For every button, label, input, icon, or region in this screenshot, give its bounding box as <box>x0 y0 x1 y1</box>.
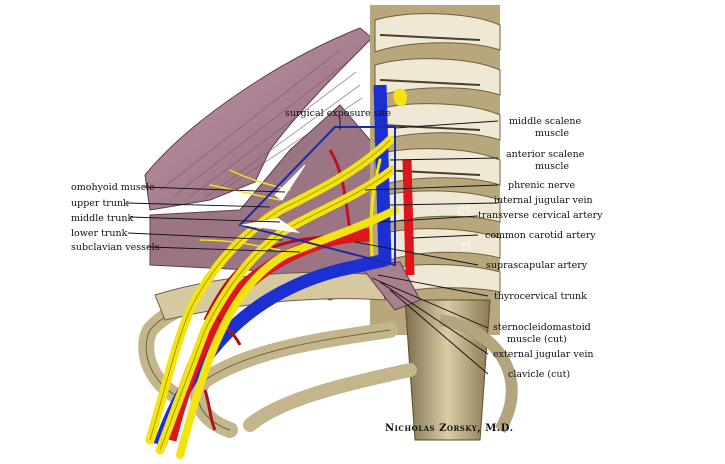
nerve-outlines <box>149 139 393 451</box>
label-lower-trunk: lower trunk <box>71 228 128 239</box>
label-subclavian-vessels: subclavian vessels <box>71 242 160 253</box>
label-middle-scalene-2: muscle <box>535 128 569 139</box>
label-middle-scalene-1: middle scalene <box>509 116 582 127</box>
surgical-exposure-site-outline <box>238 126 396 267</box>
right-rib <box>438 314 518 434</box>
label-thyrocervical-trunk: thyrocervical trunk <box>494 291 587 302</box>
label-suprascapular-artery: suprascapular artery <box>486 260 588 271</box>
artist-credit: Nicholas Zorsky, M.D. <box>385 423 514 434</box>
leader-lines <box>126 118 499 375</box>
vertebra-label-t1: T1 <box>460 243 472 253</box>
label-sternocleidomastoid-2: muscle (cut) <box>507 334 567 345</box>
vertebra-label-c7: C7 <box>458 207 471 217</box>
label-internal-jugular-vein: internal jugular vein <box>494 195 593 206</box>
label-transverse-cervical-artery: transverse cervical artery <box>478 210 603 221</box>
common-carotid-artery <box>402 159 415 276</box>
label-common-carotid-artery: common carotid artery <box>485 230 596 241</box>
label-surgical-exposure-site: surgical exposure site <box>285 108 391 119</box>
yellow-fat-pad <box>393 88 407 107</box>
label-anterior-scalene-2: muscle <box>535 161 569 172</box>
label-omohyoid-muscle: omohyoid muscle <box>71 182 155 193</box>
label-anterior-scalene-1: anterior scalene <box>506 149 585 160</box>
muscle-striations <box>159 49 363 199</box>
trapezius-muscle <box>144 27 373 211</box>
label-sternocleidomastoid-1: sternocleidomastoid <box>493 322 591 333</box>
surgical-exposure-window-lower <box>240 218 300 233</box>
label-phrenic-nerve: phrenic nerve <box>508 180 576 191</box>
label-upper-trunk: upper trunk <box>71 198 129 209</box>
label-external-jugular-vein: external jugular vein <box>493 349 593 360</box>
surgical-exposure-window <box>274 164 306 201</box>
label-middle-trunk: middle trunk <box>71 213 133 224</box>
label-clavicle-cut: clavicle (cut) <box>508 369 570 380</box>
transverse-cervical-artery <box>328 149 352 231</box>
